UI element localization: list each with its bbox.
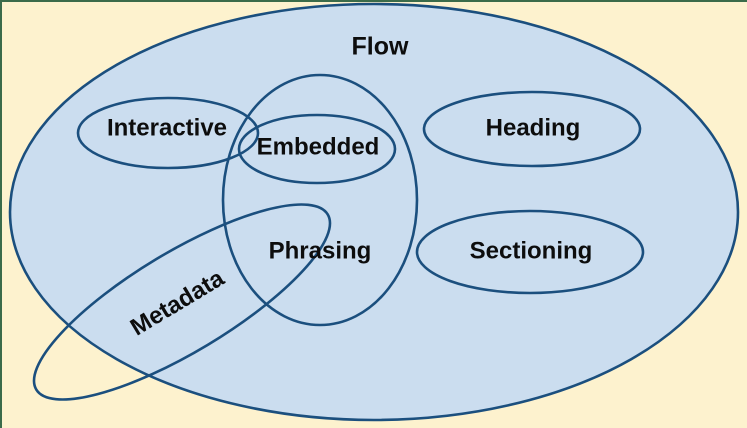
set-group-phrasing[interactable] bbox=[221, 73, 419, 327]
set-ellipse-flow[interactable] bbox=[8, 2, 740, 422]
set-label-interactive: Interactive bbox=[107, 114, 227, 141]
set-label-sectioning: Sectioning bbox=[470, 237, 593, 264]
set-ellipse-interactive[interactable] bbox=[76, 96, 260, 170]
set-ellipse-embedded[interactable] bbox=[237, 113, 397, 185]
set-ellipse-phrasing[interactable] bbox=[221, 73, 419, 327]
set-ellipse-metadata[interactable] bbox=[11, 172, 354, 428]
set-label-heading: Heading bbox=[486, 114, 581, 141]
set-group-sectioning[interactable] bbox=[415, 209, 645, 295]
set-ellipse-sectioning[interactable] bbox=[415, 209, 645, 295]
set-group-interactive[interactable] bbox=[76, 96, 260, 170]
set-ellipse-heading[interactable] bbox=[422, 90, 642, 168]
set-group-metadata[interactable] bbox=[11, 172, 354, 428]
set-group-flow[interactable] bbox=[8, 2, 740, 422]
set-label-flow: Flow bbox=[352, 33, 409, 61]
set-group-heading[interactable] bbox=[422, 90, 642, 168]
set-group-embedded[interactable] bbox=[237, 113, 397, 185]
set-label-embedded: Embedded bbox=[257, 133, 380, 160]
set-label-phrasing: Phrasing bbox=[269, 237, 372, 264]
